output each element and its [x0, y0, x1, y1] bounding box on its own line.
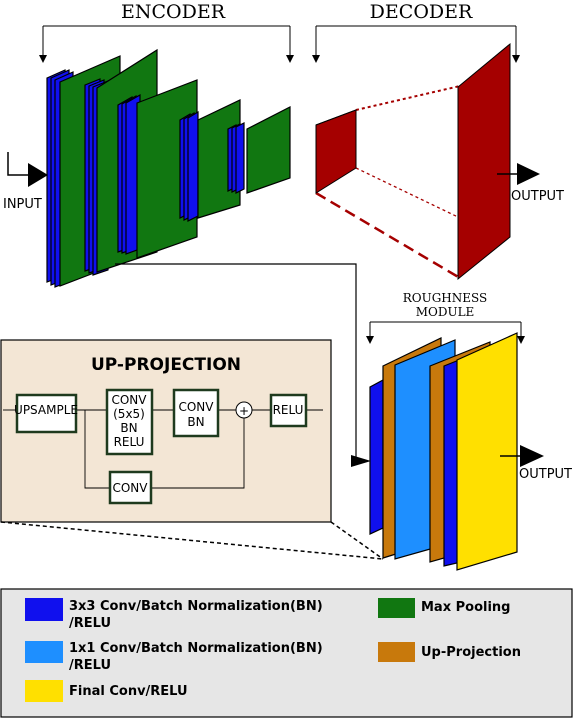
output-top-label: OUTPUT [511, 189, 564, 204]
legend-swatch-conv1x1 [25, 641, 63, 663]
conv5x5-line2: (5x5) [113, 407, 145, 421]
roughness-label-line1: ROUGHNESS [403, 291, 488, 305]
decoder-label: DECODER [370, 1, 473, 23]
sum-node: + [235, 401, 253, 419]
decoder-block [315, 42, 511, 281]
legend: 3x3 Conv/Batch Normalization(BN) /RELU M… [0, 588, 573, 718]
decoder-bracket [312, 25, 520, 63]
roughness-final-layer [456, 332, 518, 571]
up-projection-wires [3, 409, 323, 489]
conv5x5-line4: RELU [114, 435, 145, 449]
legend-box [0, 588, 573, 718]
encoder-conv-layer [187, 110, 199, 222]
legend-swatch-maxpool [378, 598, 415, 618]
legend-swatch-conv3x3 [25, 598, 63, 621]
legend-conv3x3-line1: 3x3 Conv/Batch Normalization(BN) [69, 599, 323, 614]
legend-swatch-final [25, 680, 63, 702]
up-projection-title: UP-PROJECTION [91, 355, 241, 375]
upsample-box: UPSAMPLE [14, 393, 78, 434]
conv-bn-box: CONV BN [172, 388, 220, 438]
conv-bn-line1: CONV [178, 400, 214, 414]
roughness-label-line2: MODULE [416, 305, 475, 319]
output-bottom-arrow [500, 445, 544, 467]
conv-bn-line2: BN [187, 415, 204, 429]
output-bottom-label: OUTPUT [519, 467, 572, 482]
roughness-bracket [366, 321, 525, 344]
input-arrow [7, 152, 48, 187]
legend-maxpool-text: Max Pooling [421, 600, 510, 615]
encoder-block [46, 48, 291, 288]
decoder-large-face [457, 42, 511, 281]
legend-final-text: Final Conv/RELU [69, 684, 188, 699]
decoder-small-face [315, 109, 357, 194]
encoder-to-roughness-connector [115, 263, 371, 467]
relu-text: RELU [273, 403, 304, 417]
input-label: INPUT [3, 197, 42, 212]
roughness-conv3x3-layer [369, 378, 384, 535]
encoder-pool-layer [246, 106, 291, 194]
legend-conv3x3-line2: /RELU [69, 616, 111, 631]
legend-upproj-text: Up-Projection [421, 645, 521, 660]
output-top-arrow [497, 163, 540, 185]
relu-box: RELU [269, 393, 308, 428]
roughness-block [369, 332, 518, 571]
encoder-bracket [39, 25, 294, 63]
conv5x5-line1: CONV [111, 393, 147, 407]
conv-skip-text: CONV [112, 481, 148, 495]
encoder-label: ENCODER [121, 1, 226, 23]
sum-symbol: + [239, 404, 249, 418]
encoder-conv-layer [235, 122, 245, 194]
conv5x5-box: CONV (5x5) BN RELU [105, 388, 154, 456]
upsample-text: UPSAMPLE [14, 403, 78, 417]
conv-skip-box: CONV [108, 470, 153, 505]
legend-conv1x1-line1: 1x1 Conv/Batch Normalization(BN) [69, 641, 323, 656]
legend-conv1x1-line2: /RELU [69, 658, 111, 673]
conv5x5-line3: BN [120, 421, 137, 435]
legend-swatch-upproj [378, 642, 415, 662]
